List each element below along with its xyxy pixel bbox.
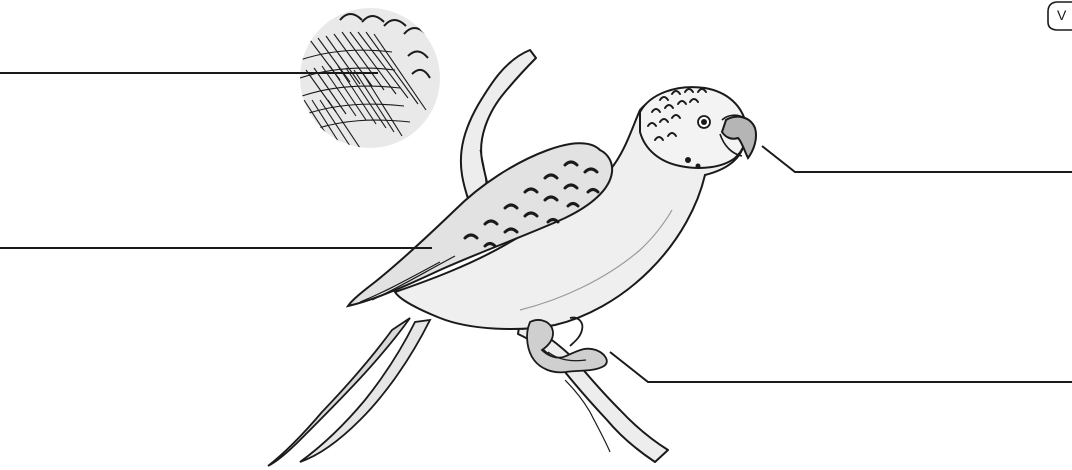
corner-tab: V <box>1048 2 1072 30</box>
feather-detail-circle <box>300 8 440 148</box>
tail <box>268 318 430 466</box>
leader-line-feet <box>610 352 1072 382</box>
corner-tab-label: V <box>1057 7 1067 23</box>
feet <box>527 318 607 373</box>
leader-line-beak <box>762 146 1072 172</box>
